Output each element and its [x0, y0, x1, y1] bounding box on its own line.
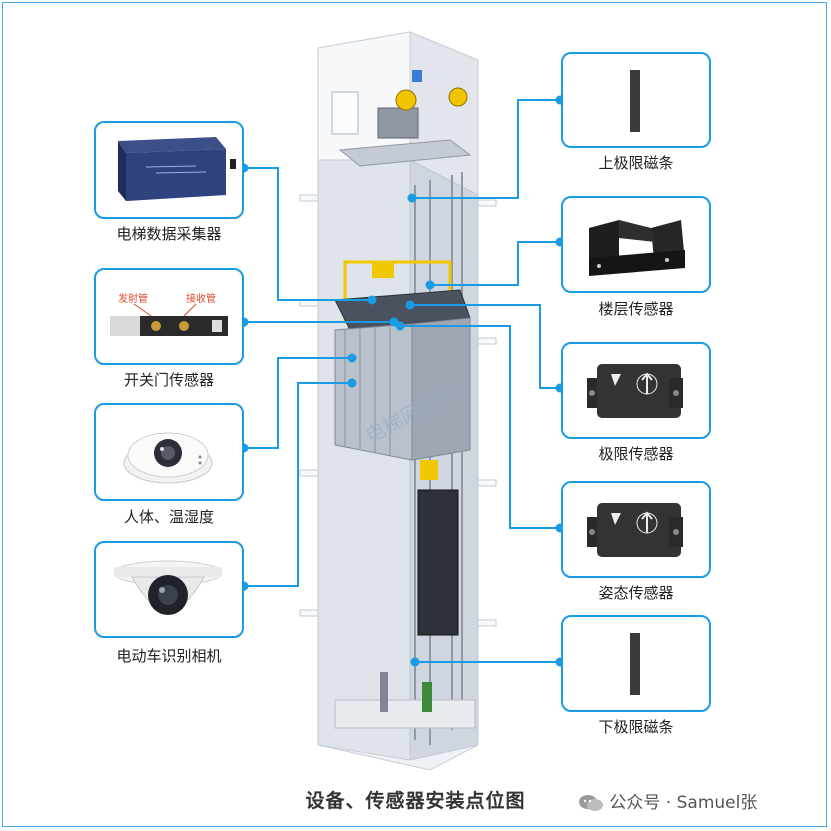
- door-sensor-box: 发射管 接收管: [94, 268, 244, 365]
- ceiling-sensor-icon: [123, 432, 213, 484]
- upper-strip-box: [561, 52, 711, 148]
- wire-collector: [244, 167, 372, 301]
- magnetic-strip-icon: [630, 633, 640, 695]
- attitude-sensor-box: [561, 481, 711, 578]
- u-shaped-sensor-icon: [589, 220, 685, 276]
- human-sensor-label: 人体、温湿度: [123, 508, 214, 526]
- limit-sensor-icon: [587, 364, 683, 418]
- floor-sensor-label: 楼层传感器: [598, 300, 674, 318]
- emitter-sublabel: 发射管: [118, 294, 148, 305]
- lower-strip-label: 下极限磁条: [598, 718, 674, 736]
- floor-sensor-box: [561, 196, 711, 293]
- lower-strip-box: [561, 615, 711, 712]
- limit-sensor-label: 极限传感器: [598, 445, 674, 463]
- wire-limit: [410, 304, 560, 389]
- door-sensor-icon: [110, 303, 228, 336]
- attitude-sensor-icon: [587, 503, 683, 557]
- upper-strip-label: 上极限磁条: [598, 154, 674, 172]
- door-sensor-label: 开关门传感器: [123, 371, 214, 389]
- receiver-sublabel: 接收管: [186, 294, 216, 305]
- collector-label: 电梯数据采集器: [116, 225, 222, 243]
- wire-floor: [430, 241, 560, 286]
- human-sensor-box: [94, 403, 244, 501]
- camera-label: 电动车识别相机: [116, 647, 222, 665]
- diagram-title: 设备、传感器安装点位图: [305, 790, 526, 812]
- magnetic-strip-icon: [630, 70, 640, 132]
- data-collector-device-icon: [118, 137, 236, 201]
- watermark-text: 公众号 · Samuel张: [609, 793, 758, 813]
- wire-upper: [412, 99, 560, 199]
- collector-box: [94, 121, 244, 219]
- wechat-icon: [579, 795, 603, 811]
- wire-camera: [244, 382, 352, 587]
- dome-camera-icon: [113, 560, 223, 615]
- camera-box: [94, 541, 244, 638]
- watermark: 公众号 · Samuel张: [578, 788, 757, 813]
- wire-human: [244, 357, 352, 449]
- attitude-sensor-label: 姿态传感器: [598, 584, 674, 602]
- wire-attitude: [400, 325, 560, 529]
- limit-sensor-box: [561, 342, 711, 439]
